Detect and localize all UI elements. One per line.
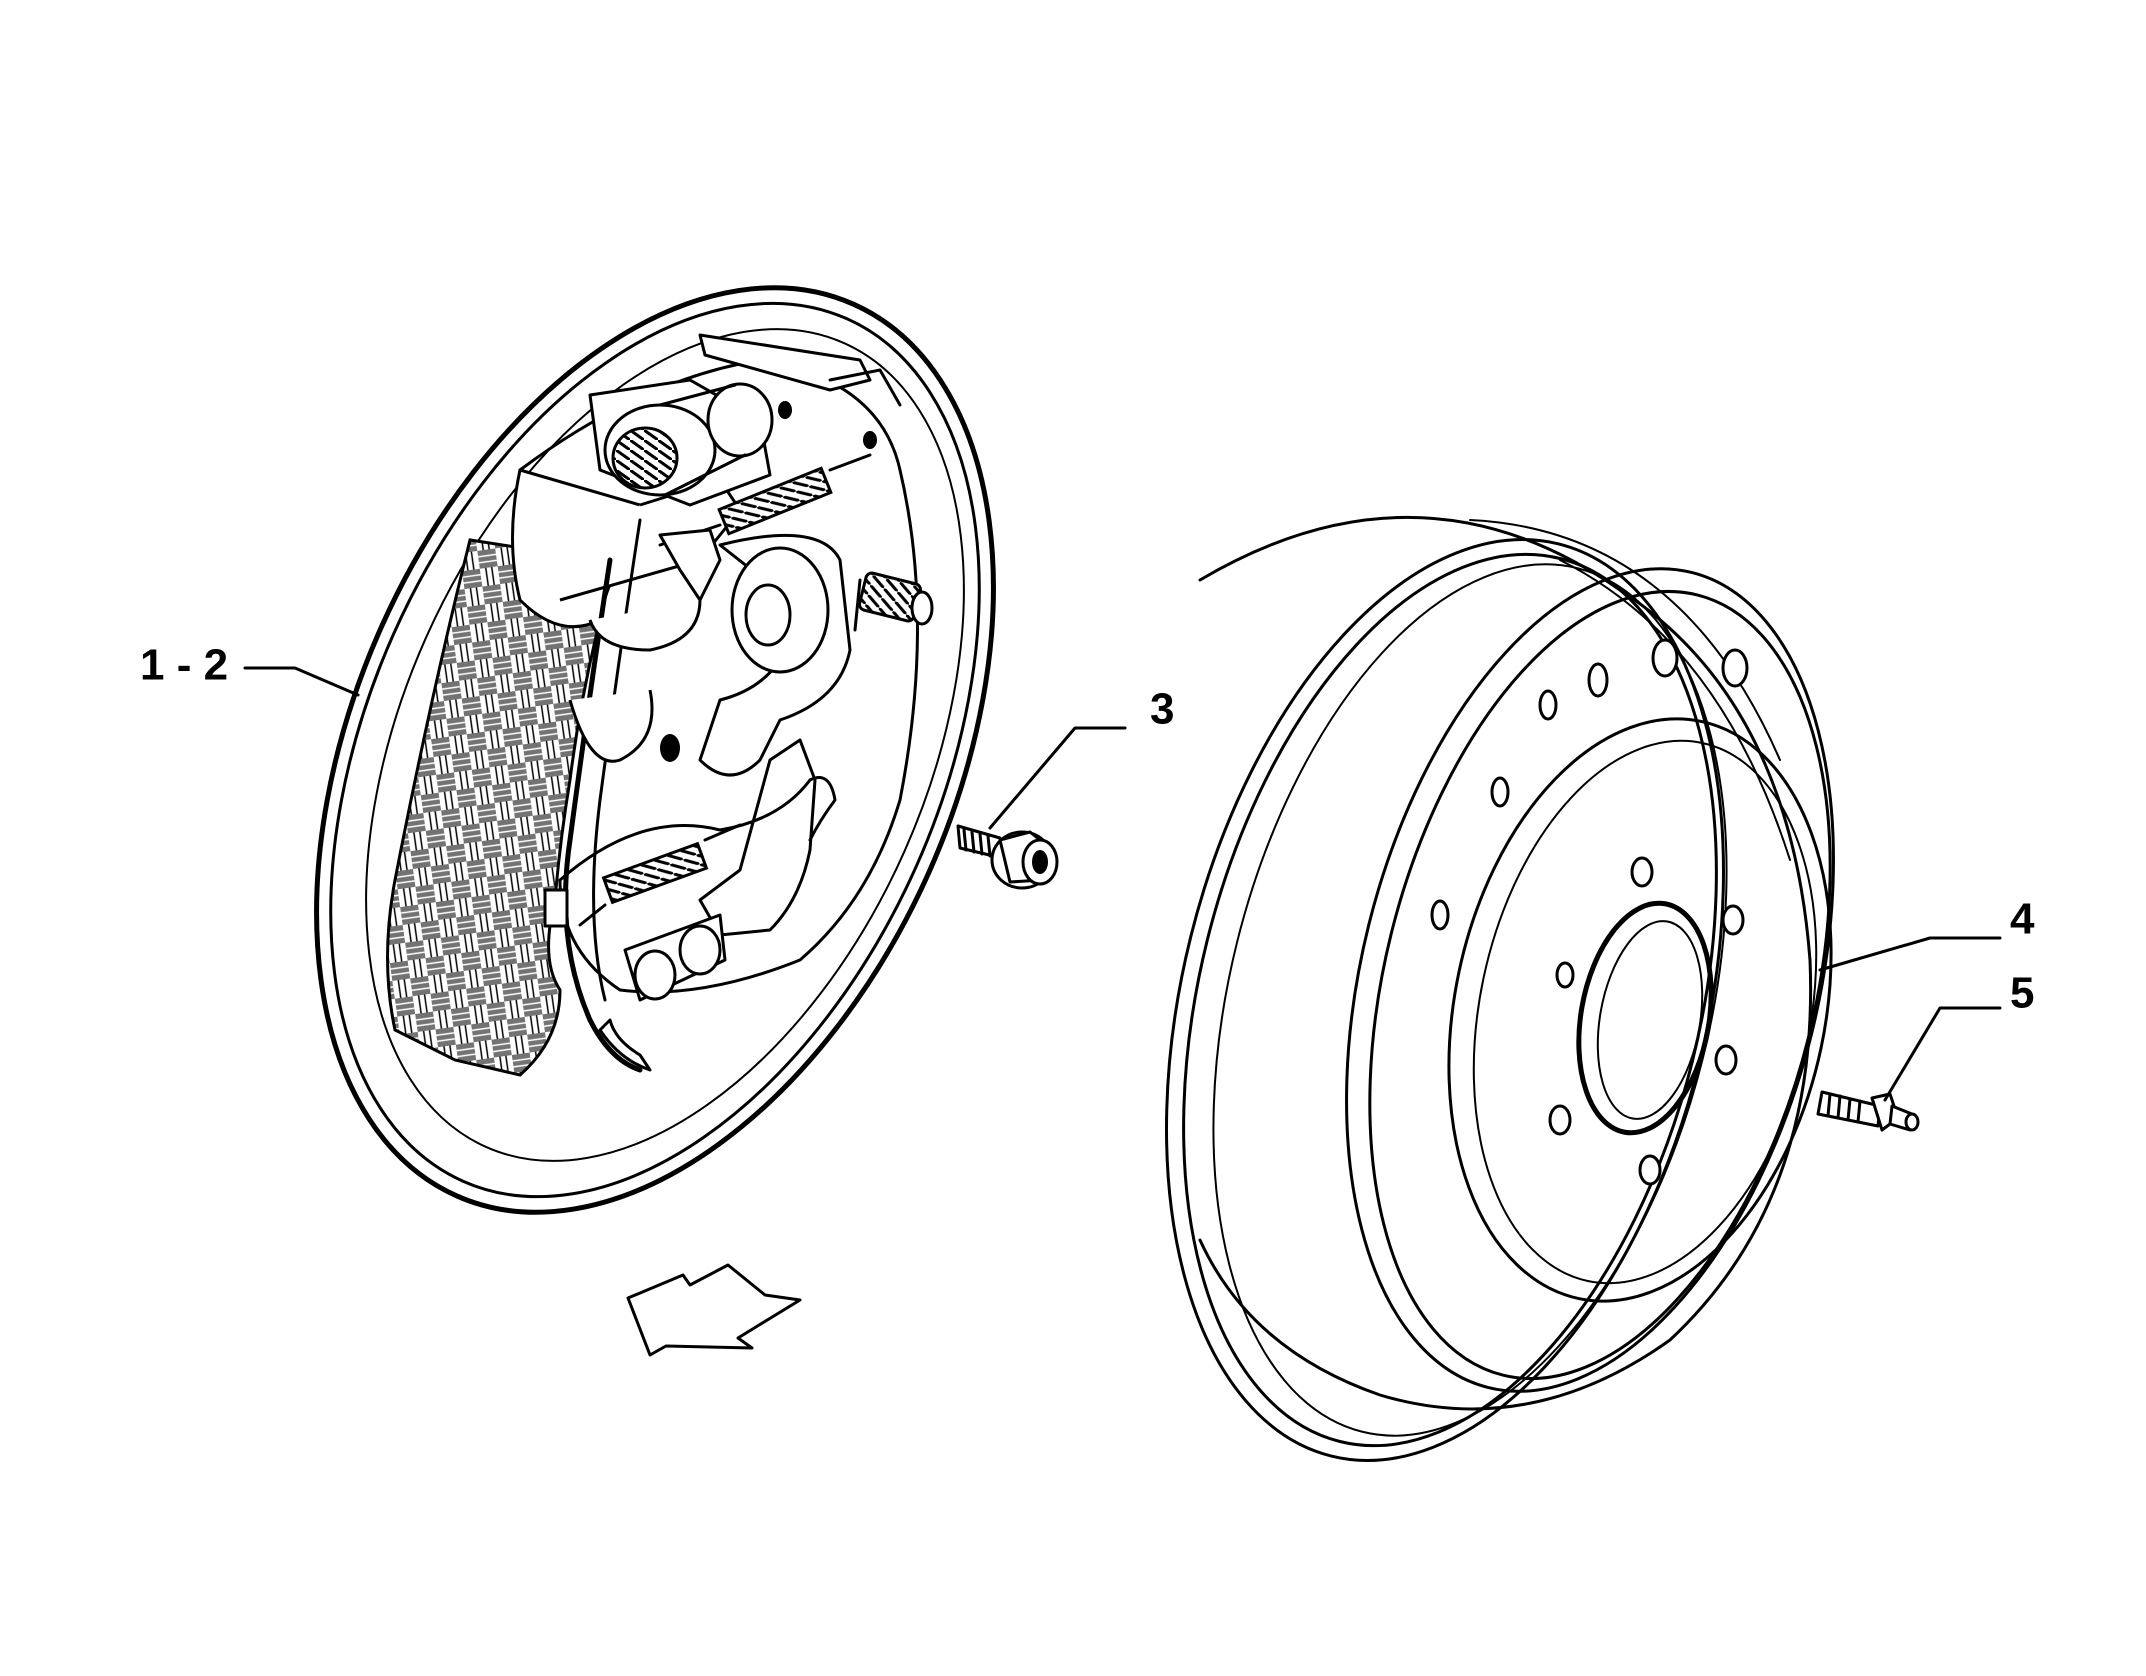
drum-slots <box>1430 638 1749 931</box>
upper-return-spring <box>658 453 872 547</box>
callout-5: 5 <box>2010 969 2034 1018</box>
screw <box>956 824 1059 890</box>
leader-line-1-2 <box>243 666 360 697</box>
wheel-bolt <box>1816 1090 1920 1132</box>
wheel-cylinder <box>588 378 774 507</box>
brake-shoe-lining <box>386 538 607 1077</box>
callout-1-2: 1 - 2 <box>140 641 228 690</box>
brake-shoe-assembly <box>314 285 996 1215</box>
arrow-icon <box>626 1263 802 1357</box>
lower-return-spring <box>558 778 812 927</box>
leader-line-5 <box>1883 1006 2002 1102</box>
callout-4: 4 <box>2010 895 2035 944</box>
drum-bolt-holes <box>1548 856 1745 1186</box>
drum-center-bore <box>1576 900 1714 1136</box>
backing-plate-rim <box>314 285 996 1215</box>
drum-face <box>1345 567 1835 1393</box>
brake-drum <box>1165 516 1835 1462</box>
callout-3: 3 <box>1150 685 1174 734</box>
leader-line-3 <box>988 726 1127 830</box>
leader-line-4 <box>1818 936 2002 972</box>
hold-down-spring <box>853 571 934 632</box>
anchor-block <box>543 888 727 1002</box>
